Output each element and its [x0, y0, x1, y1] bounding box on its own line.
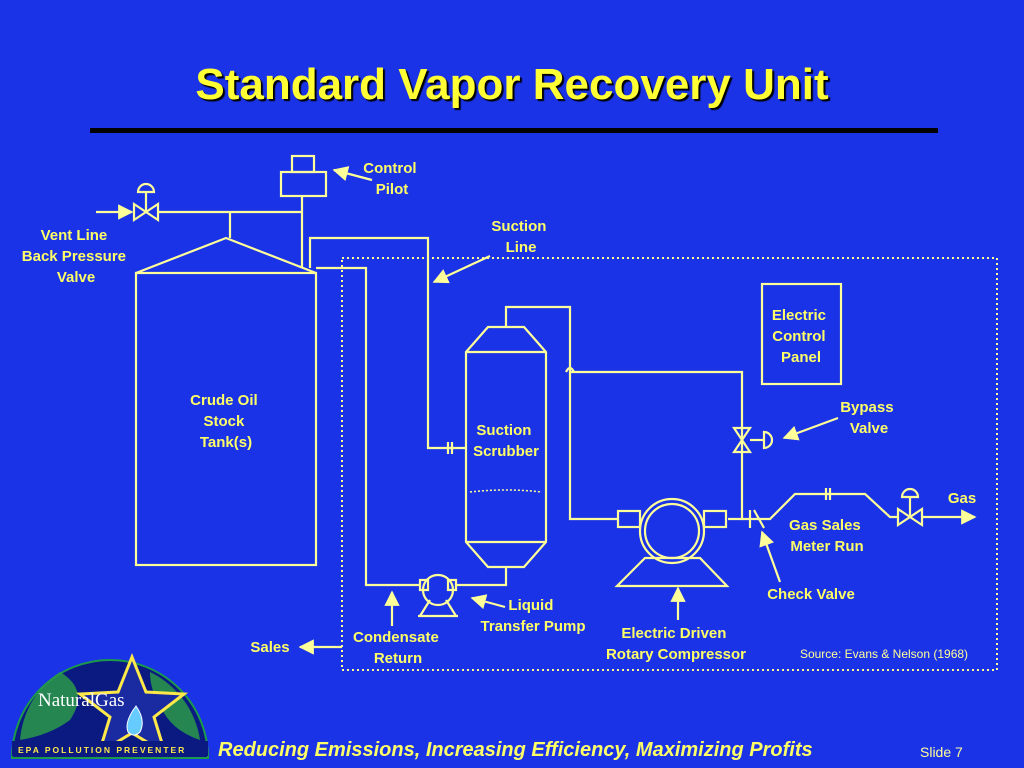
label-gas-sales-meter: Gas Sales Meter Run [789, 517, 865, 555]
rotary-compressor [614, 497, 730, 588]
label-sales: Sales [250, 639, 289, 656]
vent-line-pipe [158, 196, 304, 268]
slide-number: Slide 7 [920, 744, 963, 760]
check-valve-pointer [759, 530, 782, 583]
suction-line-pipe [308, 236, 466, 450]
condensate-return-pipe [316, 266, 420, 587]
control-pilot-pointer [332, 166, 373, 182]
label-vent-line: Vent Line Back Pressure Valve [22, 227, 130, 286]
flame-icon [126, 705, 143, 736]
label-suction-line: Suction Line [491, 218, 550, 256]
electric-control-panel [760, 282, 843, 386]
liquid-transfer-pump [418, 573, 458, 618]
control-pilot [279, 154, 328, 198]
bypass-line [570, 370, 744, 521]
bypass-valve [731, 426, 774, 454]
label-control-pilot: Control Pilot [363, 160, 421, 198]
label-bypass-valve: Bypass Valve [840, 399, 898, 437]
slide-title: Standard Vapor Recovery Unit [195, 60, 829, 109]
suction-flange [446, 442, 454, 454]
title-divider [90, 128, 938, 133]
gas-sales-valve [896, 487, 924, 528]
scrubber-liquid-outlet [456, 567, 508, 587]
label-suction-scrubber: Suction Scrubber [473, 422, 539, 460]
logo-tagline: EPA POLLUTION PREVENTER [18, 745, 186, 755]
suction-scrubber [464, 325, 548, 569]
label-condensate-return: Condensate Return [353, 629, 443, 667]
label-electric-panel: Electric Control Panel [772, 307, 830, 366]
meter-run-flange [824, 488, 832, 500]
logo-text: NaturalGas [38, 690, 125, 711]
crude-oil-tank [134, 236, 318, 567]
footer-tagline: Reducing Emissions, Increasing Efficienc… [218, 739, 813, 761]
check-valve [748, 509, 765, 529]
label-crude-tank: Crude Oil Stock Tank(s) [190, 392, 262, 451]
gas-sales-pipe [742, 492, 898, 521]
liquid-pump-pointer [470, 594, 506, 610]
vru-skid-boundary [341, 257, 998, 671]
suction-line-pointer [432, 255, 491, 284]
label-gas: Gas [948, 490, 976, 507]
label-check-valve: Check Valve [767, 586, 855, 603]
natural-gas-star-logo: NaturalGas EPA POLLUTION PREVENTER [10, 652, 210, 759]
label-liquid-pump: Liquid Transfer Pump [480, 597, 585, 635]
vent-back-pressure-valve [132, 182, 160, 223]
scrubber-gas-outlet [504, 305, 618, 521]
label-compressor: Electric Driven Rotary Compressor [606, 625, 746, 663]
source-citation: Source: Evans & Nelson (1968) [800, 647, 968, 661]
bypass-valve-pointer [782, 416, 839, 441]
